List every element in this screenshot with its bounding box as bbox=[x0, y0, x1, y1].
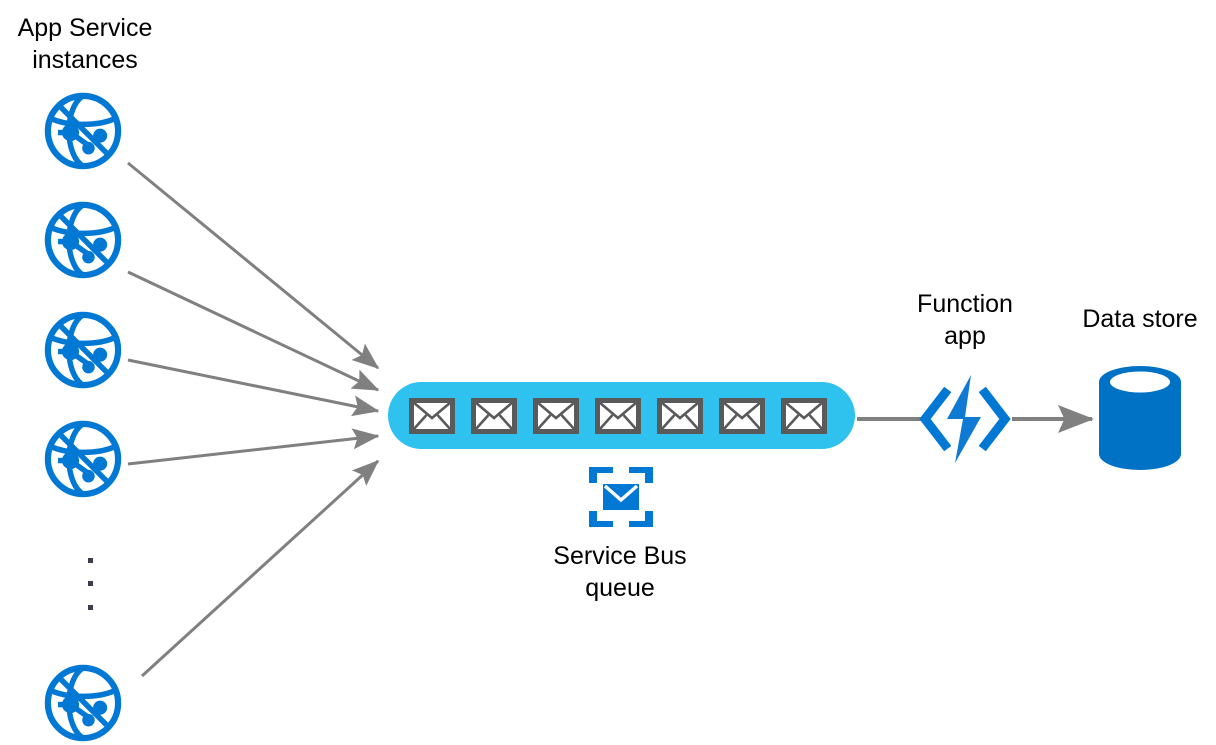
function-app-icon bbox=[925, 375, 1005, 463]
app-service-instances-label: App Service instances bbox=[17, 14, 153, 74]
app-service-instance-icon-1 bbox=[48, 96, 118, 166]
data-store-label: Data store bbox=[1082, 305, 1198, 333]
queue-message-envelope-6 bbox=[722, 401, 763, 432]
app-service-instance-icon-3 bbox=[48, 315, 118, 385]
queue-message-envelope-5 bbox=[660, 401, 701, 432]
queue-message-envelope-1 bbox=[412, 401, 453, 432]
queue-message-envelope-2 bbox=[474, 401, 515, 432]
connector-instance-3-to-queue bbox=[127, 358, 380, 417]
instances-ellipsis bbox=[88, 558, 93, 610]
service-bus-queue-label: Service Bus queue bbox=[553, 542, 687, 602]
function-app-label: Function app bbox=[917, 290, 1013, 350]
queue-message-envelope-7 bbox=[784, 401, 825, 432]
app-service-instance-icon-4 bbox=[48, 424, 118, 494]
connector-instance-4-to-queue bbox=[127, 428, 380, 466]
service-bus-icon bbox=[593, 469, 649, 525]
connector-instance-1-to-queue bbox=[127, 161, 380, 370]
app-service-instance-icon-2 bbox=[48, 205, 118, 275]
connector-instance-n-to-queue bbox=[140, 459, 380, 678]
queue-message-envelope-3 bbox=[536, 401, 577, 432]
connector-instance-2-to-queue bbox=[127, 270, 380, 392]
data-store-icon bbox=[1099, 366, 1181, 470]
queue-message-envelope-4 bbox=[598, 401, 639, 432]
app-service-instance-icon-n bbox=[48, 668, 118, 738]
